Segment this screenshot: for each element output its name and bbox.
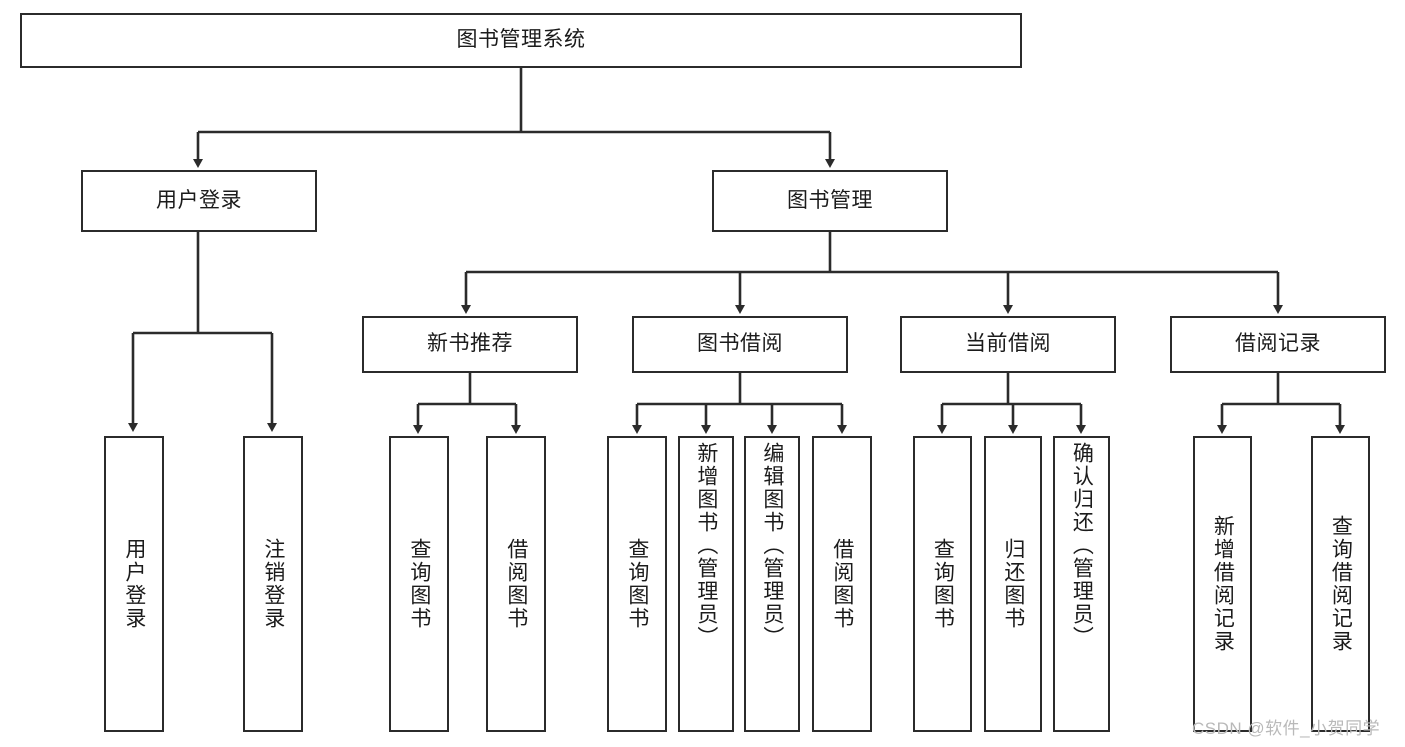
leaf-book-borrow-add-book-admin[interactable]: 新增图书（管理员） <box>678 436 734 732</box>
leaf-book-borrow-edit-book-admin[interactable]: 编辑图书（管理员） <box>744 436 800 732</box>
leaf-borrow-records-add-record[interactable]: 新增借阅记录 <box>1193 436 1252 732</box>
node-label: 图书管理系统 <box>456 28 586 52</box>
leaf-new-book-query-book[interactable]: 查询图书 <box>389 436 449 732</box>
leaf-label: 用户登录 <box>122 538 146 630</box>
leaf-new-book-borrow-book[interactable]: 借阅图书 <box>486 436 546 732</box>
leaf-label: 新增图书（管理员） <box>694 442 718 649</box>
node-borrow-records[interactable]: 借阅记录 <box>1170 316 1386 373</box>
node-user-login[interactable]: 用户登录 <box>81 170 317 232</box>
leaf-current-borrow-query-book[interactable]: 查询图书 <box>913 436 972 732</box>
leaf-label: 借阅图书 <box>504 538 528 630</box>
csdn-watermark: CSDN @软件_小贺同学 <box>1192 719 1381 738</box>
leaf-label: 编辑图书（管理员） <box>760 442 784 649</box>
leaf-label: 借阅图书 <box>830 538 854 630</box>
node-label: 用户登录 <box>156 188 242 212</box>
node-book-management[interactable]: 图书管理 <box>712 170 948 232</box>
node-root-book-management-system[interactable]: 图书管理系统 <box>20 13 1022 68</box>
leaf-book-borrow-query-book[interactable]: 查询图书 <box>607 436 667 732</box>
node-new-book-recommend[interactable]: 新书推荐 <box>362 316 578 373</box>
node-label: 新书推荐 <box>427 332 513 356</box>
leaf-label: 注销登录 <box>261 538 285 630</box>
node-label: 图书管理 <box>787 188 873 212</box>
leaf-borrow-records-query-record[interactable]: 查询借阅记录 <box>1311 436 1370 732</box>
node-label: 图书借阅 <box>697 332 783 356</box>
leaf-label: 查询图书 <box>931 538 955 630</box>
node-label: 借阅记录 <box>1235 332 1321 356</box>
leaf-label: 查询借阅记录 <box>1329 515 1353 653</box>
node-label: 当前借阅 <box>965 332 1051 356</box>
leaf-label: 查询图书 <box>407 538 431 630</box>
leaf-current-borrow-confirm-return-admin[interactable]: 确认归还（管理员） <box>1053 436 1110 732</box>
leaf-label: 新增借阅记录 <box>1211 515 1235 653</box>
leaf-book-borrow-borrow-book[interactable]: 借阅图书 <box>812 436 872 732</box>
leaf-label: 查询图书 <box>625 538 649 630</box>
leaf-current-borrow-return-book[interactable]: 归还图书 <box>984 436 1042 732</box>
node-current-borrow[interactable]: 当前借阅 <box>900 316 1116 373</box>
leaf-label: 归还图书 <box>1001 538 1025 630</box>
leaf-label: 确认归还（管理员） <box>1070 442 1094 649</box>
leaf-user-login-login[interactable]: 用户登录 <box>104 436 164 732</box>
leaf-user-login-logout[interactable]: 注销登录 <box>243 436 303 732</box>
node-book-borrow[interactable]: 图书借阅 <box>632 316 848 373</box>
